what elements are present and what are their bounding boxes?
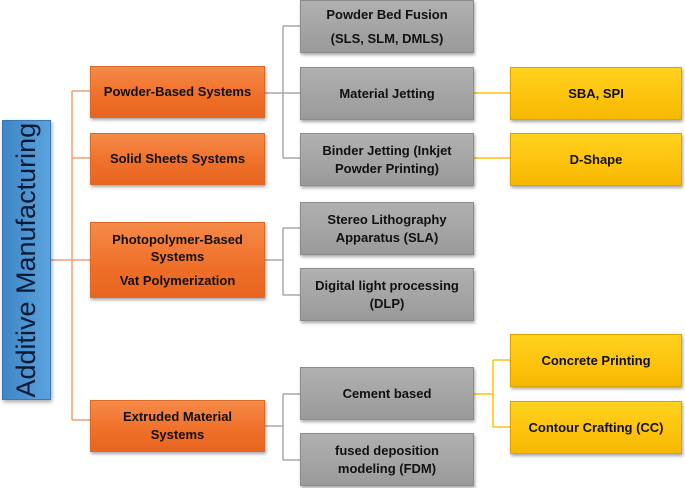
process-material-jetting: Material Jetting — [300, 67, 474, 120]
example-contour-crafting: Contour Crafting (CC) — [510, 401, 682, 454]
category-extruded: Extruded Material Systems — [90, 400, 265, 452]
process-cement-label: Cement based — [342, 385, 432, 401]
category-powder-label: Powder-Based Systems — [103, 84, 252, 100]
process-bj-label: Binder Jetting (Inkjet Powder Printing) — [322, 142, 452, 176]
category-solid-sheets: Solid Sheets Systems — [90, 133, 265, 185]
category-vat-label: Vat Polymerization — [119, 272, 236, 288]
root-label: Additive Manufacturing — [11, 122, 42, 398]
category-extruded-label: Extruded Material Systems — [122, 409, 233, 442]
category-photopolymer: Photopolymer-Based Systems Vat Polymeriz… — [90, 222, 265, 298]
process-dlp-label: Digital light processing (DLP) — [315, 277, 459, 311]
process-fdm-label: fused deposition modeling (FDM) — [335, 442, 439, 476]
process-mj-label: Material Jetting — [339, 85, 435, 101]
example-d-shape: D-Shape — [510, 133, 682, 186]
process-binder-jetting: Binder Jetting (Inkjet Powder Printing) — [300, 133, 474, 186]
process-pbf-sub-label: (SLS, SLM, DMLS) — [330, 30, 444, 46]
process-dlp: Digital light processing (DLP) — [300, 268, 474, 321]
example-concrete-label: Concrete Printing — [541, 352, 651, 368]
category-photo-label: Photopolymer-Based Systems — [112, 231, 243, 265]
process-powder-bed-fusion: Powder Bed Fusion (SLS, SLM, DMLS) — [300, 0, 474, 53]
example-contour-label: Contour Crafting (CC) — [528, 419, 664, 435]
category-solid-label: Solid Sheets Systems — [109, 151, 246, 167]
process-sla: Stereo Lithography Apparatus (SLA) — [300, 202, 474, 255]
example-sba-spi: SBA, SPI — [510, 67, 682, 120]
process-sla-label: Stereo Lithography Apparatus (SLA) — [327, 211, 447, 245]
process-pbf-label: Powder Bed Fusion — [326, 6, 448, 22]
category-powder-based: Powder-Based Systems — [90, 66, 265, 118]
example-dshape-label: D-Shape — [569, 151, 623, 167]
process-cement-based: Cement based — [300, 367, 474, 420]
process-fdm: fused deposition modeling (FDM) — [300, 433, 474, 486]
example-concrete-printing: Concrete Printing — [510, 334, 682, 387]
root-additive-manufacturing: Additive Manufacturing — [2, 120, 51, 400]
example-sba-label: SBA, SPI — [568, 85, 624, 101]
